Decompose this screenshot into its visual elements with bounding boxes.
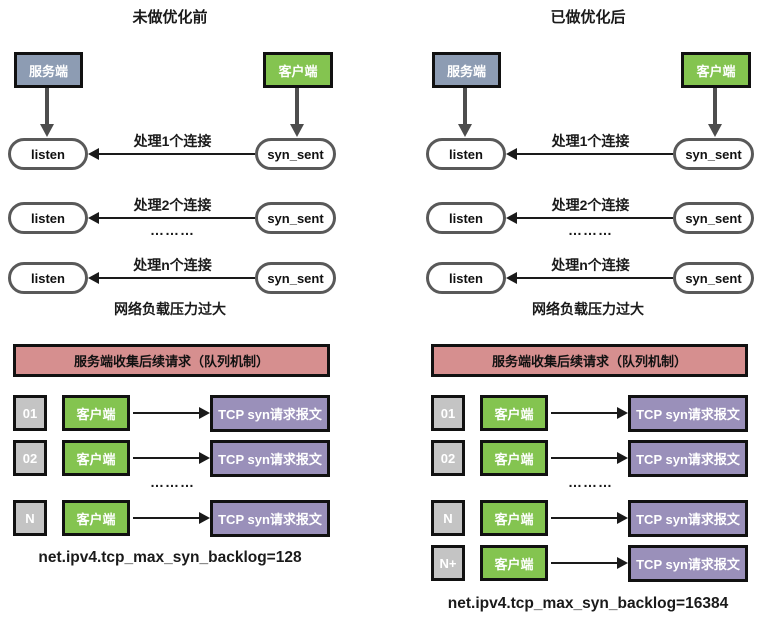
connection-label-2: 处理2个连接 — [133, 197, 212, 213]
queue-client-box: 客户端 — [480, 395, 548, 431]
queue-packet-box: TCP syn请求报文 — [628, 395, 748, 432]
queue-client-box: 客户端 — [480, 440, 548, 476]
server-down-arrowhead-icon — [458, 124, 472, 137]
connection-arrowhead-icon-n — [88, 272, 99, 284]
connection-label-n: 处理n个连接 — [133, 257, 212, 273]
client-down-arrow-line — [713, 88, 717, 124]
queue-client-box: 客户端 — [62, 440, 130, 476]
connection-arrow-line-2 — [99, 217, 255, 219]
queue-index-box: 01 — [431, 395, 465, 431]
queue-arrow-line — [133, 517, 199, 519]
syn-sent-state-node: syn_sent — [255, 202, 336, 234]
connection-arrow-line-n — [99, 277, 255, 279]
queue-index-box: 02 — [431, 440, 465, 476]
queue-arrow-line — [551, 412, 617, 414]
queue-arrowhead-icon — [617, 557, 628, 569]
client-box: 客户端 — [681, 52, 751, 88]
ellipsis-dots: ……… — [568, 222, 613, 238]
listen-state-node: listen — [426, 138, 506, 170]
listen-state-node: listen — [8, 138, 88, 170]
server-down-arrow-line — [463, 88, 467, 124]
client-label: 客户端 — [696, 63, 736, 79]
column-before-optimization: 未做优化前 服务端 客户端 listen syn_sent 处理1个连接 lis… — [0, 0, 379, 619]
connection-arrowhead-icon-1 — [506, 148, 517, 160]
client-label: 客户端 — [278, 63, 318, 79]
sysctl-setting-text: net.ipv4.tcp_max_syn_backlog=16384 — [447, 595, 729, 612]
connection-label-1: 处理1个连接 — [133, 133, 212, 149]
listen-state-node: listen — [8, 262, 88, 294]
ellipsis-dots: ……… — [568, 474, 613, 490]
overload-text: 网络负载压力过大 — [114, 301, 226, 317]
queue-arrowhead-icon — [199, 512, 210, 524]
ellipsis-dots: ……… — [150, 222, 195, 238]
queue-client-box: 客户端 — [62, 500, 130, 536]
server-box: 服务端 — [14, 52, 83, 88]
connection-label-1: 处理1个连接 — [551, 133, 630, 149]
client-down-arrow-line — [295, 88, 299, 124]
column-title: 已做优化后 — [550, 9, 626, 26]
overload-text: 网络负载压力过大 — [532, 301, 644, 317]
queue-packet-box: TCP syn请求报文 — [628, 500, 748, 537]
server-label: 服务端 — [28, 63, 68, 79]
listen-state-node: listen — [8, 202, 88, 234]
connection-arrow-line-1 — [517, 153, 673, 155]
queue-arrow-line — [133, 412, 199, 414]
queue-arrowhead-icon — [617, 407, 628, 419]
client-box: 客户端 — [263, 52, 333, 88]
queue-arrowhead-icon — [199, 452, 210, 464]
connection-arrowhead-icon-n — [506, 272, 517, 284]
syn-sent-state-node: syn_sent — [255, 262, 336, 294]
syn-sent-state-node: syn_sent — [255, 138, 336, 170]
queue-packet-box: TCP syn请求报文 — [210, 395, 330, 432]
server-down-arrowhead-icon — [40, 124, 54, 137]
queue-index-box: N — [13, 500, 47, 536]
queue-arrowhead-icon — [199, 407, 210, 419]
queue-packet-box: TCP syn请求报文 — [628, 545, 748, 582]
queue-banner: 服务端收集后续请求（队列机制） — [13, 344, 330, 377]
queue-arrow-line — [551, 457, 617, 459]
connection-arrowhead-icon-1 — [88, 148, 99, 160]
syn-sent-state-node: syn_sent — [673, 262, 754, 294]
queue-packet-box: TCP syn请求报文 — [210, 500, 330, 537]
queue-client-box: 客户端 — [480, 545, 548, 581]
sysctl-setting-text: net.ipv4.tcp_max_syn_backlog=128 — [38, 549, 302, 566]
column-title: 未做优化前 — [132, 9, 208, 26]
queue-client-box: 客户端 — [62, 395, 130, 431]
queue-arrowhead-icon — [617, 452, 628, 464]
connection-arrow-line-n — [517, 277, 673, 279]
listen-state-node: listen — [426, 262, 506, 294]
client-down-arrowhead-icon — [708, 124, 722, 137]
connection-arrowhead-icon-2 — [88, 212, 99, 224]
connection-arrow-line-2 — [517, 217, 673, 219]
connection-label-n: 处理n个连接 — [551, 257, 630, 273]
queue-banner: 服务端收集后续请求（队列机制） — [431, 344, 748, 377]
connection-label-2: 处理2个连接 — [551, 197, 630, 213]
queue-index-box: 01 — [13, 395, 47, 431]
queue-arrow-line — [551, 517, 617, 519]
queue-packet-box: TCP syn请求报文 — [628, 440, 748, 477]
server-box: 服务端 — [432, 52, 501, 88]
server-down-arrow-line — [45, 88, 49, 124]
queue-arrow-line — [133, 457, 199, 459]
queue-index-box: N — [431, 500, 465, 536]
syn-sent-state-node: syn_sent — [673, 138, 754, 170]
client-down-arrowhead-icon — [290, 124, 304, 137]
queue-index-box: 02 — [13, 440, 47, 476]
connection-arrow-line-1 — [99, 153, 255, 155]
queue-client-box: 客户端 — [480, 500, 548, 536]
queue-arrowhead-icon — [617, 512, 628, 524]
queue-packet-box: TCP syn请求报文 — [210, 440, 330, 477]
listen-state-node: listen — [426, 202, 506, 234]
queue-arrow-line — [551, 562, 617, 564]
connection-arrowhead-icon-2 — [506, 212, 517, 224]
syn-sent-state-node: syn_sent — [673, 202, 754, 234]
column-after-optimization: 已做优化后 服务端 客户端 listen syn_sent 处理1个连接 lis… — [418, 0, 759, 619]
ellipsis-dots: ……… — [150, 474, 195, 490]
queue-index-box: N+ — [431, 545, 465, 581]
server-label: 服务端 — [446, 63, 486, 79]
